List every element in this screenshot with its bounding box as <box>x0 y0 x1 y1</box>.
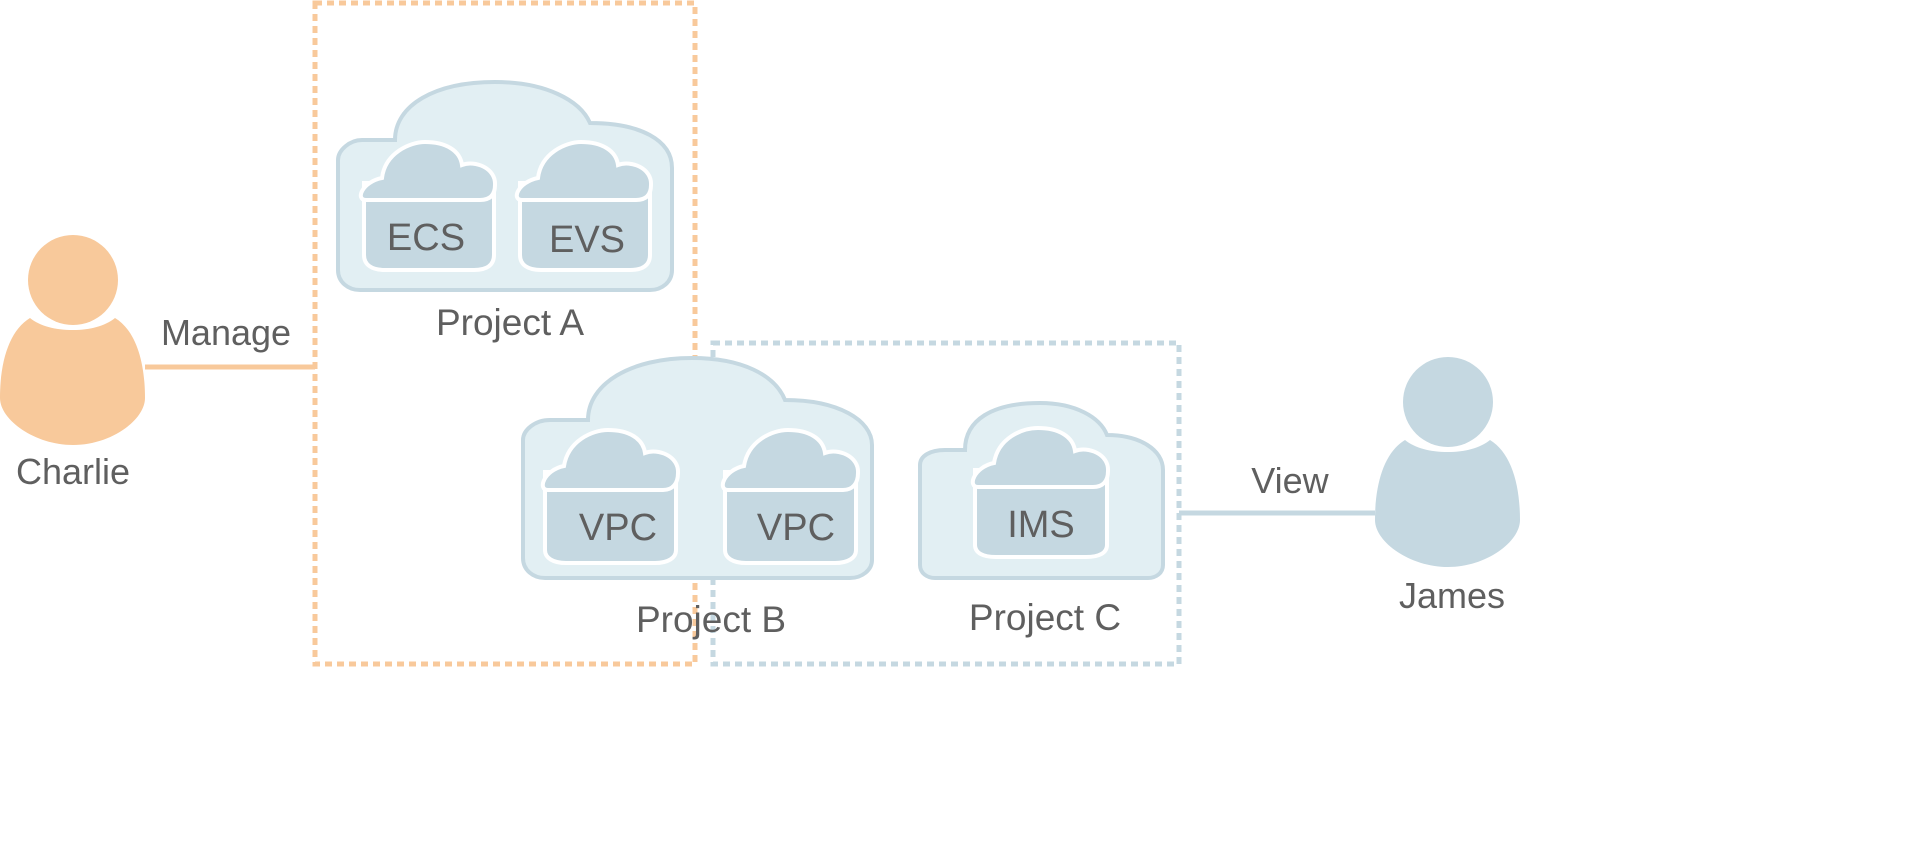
service-label-vpc-1: VPC <box>579 507 657 549</box>
service-label-ecs: ECS <box>387 217 465 259</box>
manage-scope-box <box>312 0 698 667</box>
view-label: View <box>1251 460 1329 501</box>
view-scope-box <box>710 340 1182 667</box>
james-name: James <box>1399 575 1505 616</box>
project-b-label: Project B <box>636 599 786 640</box>
project-a-cloud: ECS EVS <box>336 79 674 292</box>
james-user-icon <box>1375 357 1520 567</box>
project-b-cloud: VPC VPC <box>521 355 874 580</box>
vpc-service-icon <box>720 427 860 565</box>
manage-label: Manage <box>161 312 291 353</box>
project-c-label: Project C <box>969 597 1121 638</box>
project-c-cloud: IMS <box>918 400 1165 580</box>
charlie-name: Charlie <box>16 451 130 492</box>
ecs-service-icon <box>358 139 497 272</box>
service-label-vpc-2: VPC <box>757 507 835 549</box>
ims-service-icon <box>970 425 1110 559</box>
evs-service-icon <box>514 139 653 272</box>
charlie-user-icon <box>0 235 145 445</box>
project-a-label: Project A <box>436 302 584 343</box>
service-label-ims: IMS <box>1007 504 1075 546</box>
service-label-evs: EVS <box>549 219 625 261</box>
vpc-service-icon <box>540 427 680 565</box>
